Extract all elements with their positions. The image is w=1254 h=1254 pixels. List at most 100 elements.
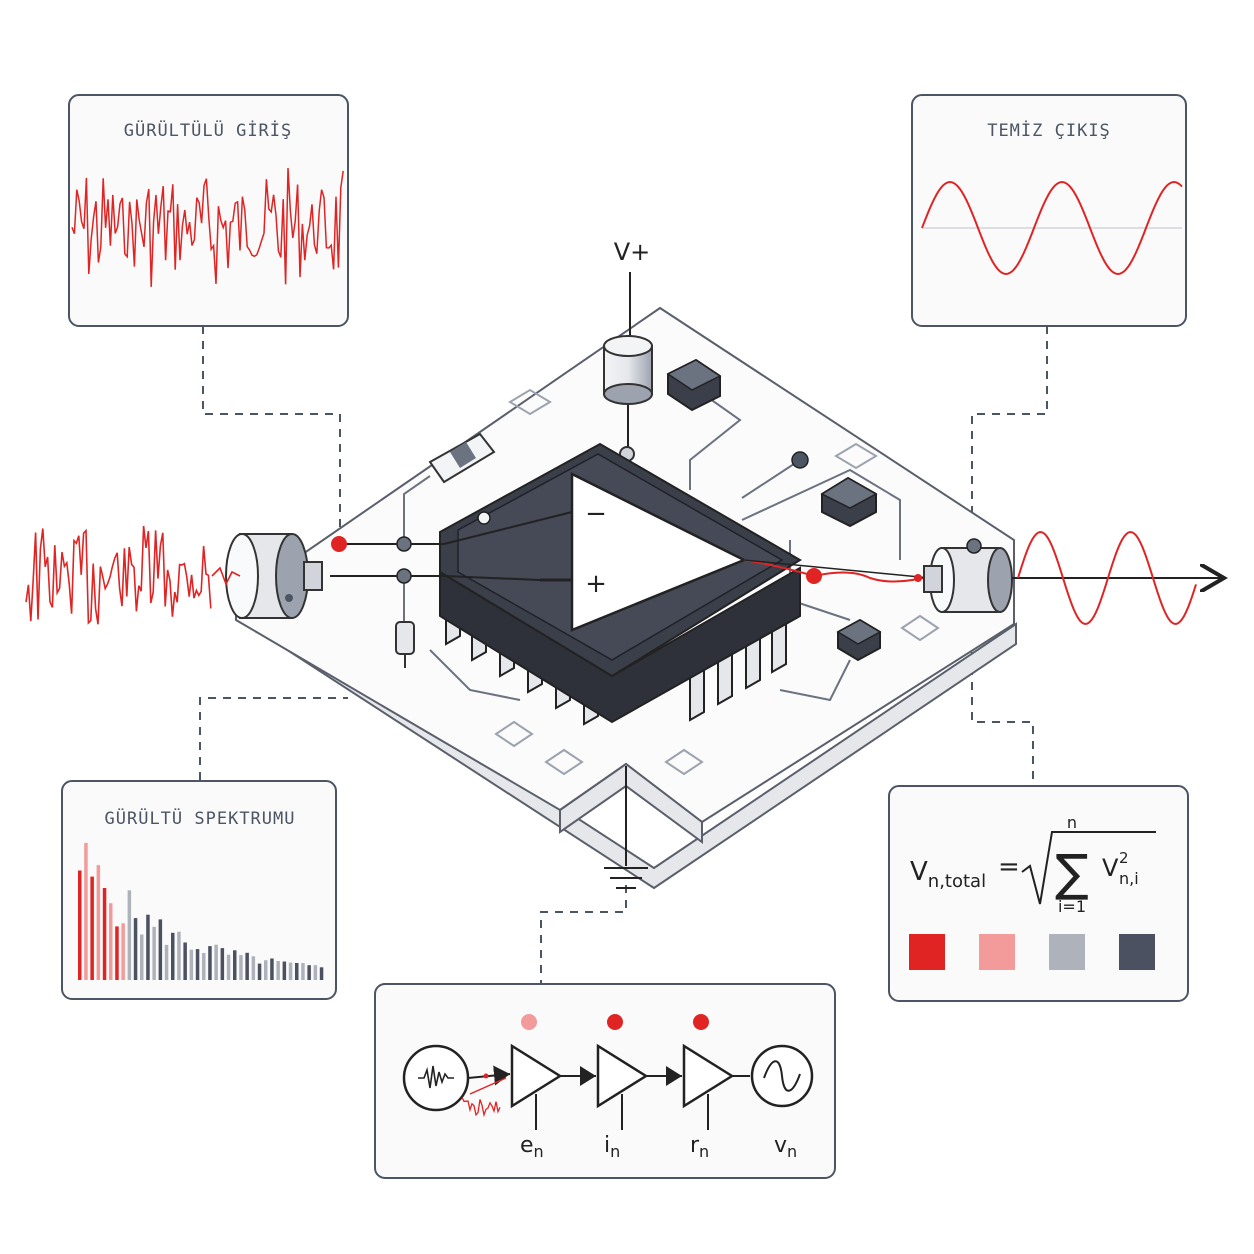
capacitor-small — [395, 621, 415, 668]
spectrum-bar — [109, 903, 113, 980]
spectrum-bar — [78, 870, 82, 980]
spectrum-bar — [301, 963, 305, 980]
noise-source-labels: en in rn vn — [520, 1133, 797, 1161]
noise-source-label: rn — [690, 1133, 709, 1161]
spectrum-bar — [307, 965, 311, 980]
opamp-noninverting-label: + — [585, 569, 607, 599]
color-swatch — [909, 934, 945, 970]
formula-term-base: V — [1102, 854, 1119, 882]
supply-label: V+ — [614, 238, 651, 266]
spectrum-bar — [282, 961, 287, 980]
spectrum-bar — [257, 963, 262, 980]
formula-term-sub: n,i — [1119, 869, 1139, 888]
spectrum-bar — [84, 842, 88, 980]
panel-noise-spectrum: GÜRÜLTÜ SPEKTRUMU — [61, 780, 337, 1000]
spectrum-bar — [121, 923, 125, 980]
noise-indicator-dot — [693, 1014, 709, 1030]
capacitor — [603, 335, 653, 405]
connector-chain-panel — [540, 885, 627, 983]
noise-indicator-dot — [607, 1014, 623, 1030]
input-wiring — [330, 511, 573, 584]
noise-indicator-dot — [521, 1014, 537, 1030]
spectrum-bar — [158, 919, 163, 980]
spectrum-bar — [127, 890, 132, 980]
spectrum-bar — [152, 926, 156, 980]
panel-noisy-input: GÜRÜLTÜLÜ GİRİŞ — [68, 94, 349, 327]
panel-noise-chain: en in rn vn — [374, 983, 836, 1179]
spectrum-bar — [239, 955, 243, 980]
spectrum-bar — [276, 961, 280, 980]
spectrum-bar — [245, 952, 249, 980]
spectrum-bar — [295, 963, 299, 980]
spectrum-bar — [220, 948, 225, 980]
output-connector — [923, 538, 1013, 613]
spectrum-bar — [177, 931, 181, 980]
supply-positive: V+ — [614, 238, 651, 462]
spectrum-bars — [78, 842, 324, 980]
smd-component — [666, 358, 722, 412]
formula-lhs: Vn,total — [910, 857, 986, 892]
spectrum-bar — [288, 962, 293, 980]
spectrum-bar — [313, 965, 318, 980]
spectrum-bar — [233, 950, 237, 980]
smd-component — [820, 476, 878, 528]
amplifier-stage — [682, 1043, 735, 1109]
noise-source-label: vn — [774, 1133, 797, 1161]
sum-lower: i=1 — [1058, 897, 1086, 916]
spectrum-bar — [183, 942, 187, 980]
connector-output-panel — [971, 326, 1048, 540]
sine-waveform — [921, 180, 1183, 276]
spectrum-bar — [96, 865, 101, 980]
sum-upper: n — [1067, 813, 1077, 832]
spectrum-bar — [102, 888, 107, 980]
spectrum-bar — [270, 958, 274, 980]
panel-formula: Vn,total = n ∑ i=1 V 2 n,i — [888, 785, 1189, 1002]
noise-source-label: in — [604, 1133, 620, 1161]
sum-symbol: ∑ — [1055, 844, 1089, 902]
panel-title: TEMİZ ÇIKIŞ — [987, 120, 1111, 141]
amplifier-chain — [510, 1014, 750, 1130]
noise-source-icon — [402, 1044, 470, 1112]
smd-component — [836, 618, 882, 662]
panel-title: GÜRÜLTÜLÜ GİRİŞ — [124, 119, 293, 141]
noise-source-label: en — [520, 1133, 544, 1161]
color-swatches — [909, 934, 1155, 970]
input-noise-waveform — [211, 566, 241, 586]
spectrum-bar — [319, 967, 324, 980]
formula-term-sup: 2 — [1119, 849, 1129, 867]
spectrum-bar — [226, 954, 231, 980]
color-swatch — [1049, 934, 1085, 970]
ground-symbol — [604, 766, 648, 889]
color-swatch — [1119, 934, 1155, 970]
spectrum-bar — [171, 932, 175, 980]
output-sine-waveform — [1017, 530, 1197, 626]
opamp-symbol — [570, 471, 748, 632]
resistor — [428, 432, 496, 484]
input-noise-waveform — [25, 525, 212, 625]
spectrum-bar — [140, 934, 144, 980]
panel-clean-output: TEMİZ ÇIKIŞ — [911, 94, 1187, 327]
spectrum-bar — [146, 914, 150, 980]
sqrt-symbol — [1021, 831, 1156, 905]
formula-equals: = — [998, 852, 1020, 882]
spectrum-bar — [264, 960, 268, 980]
spectrum-bar — [90, 876, 94, 980]
connector-input-panel — [202, 326, 341, 540]
spectrum-bar — [208, 946, 212, 980]
spectrum-bar — [115, 926, 119, 980]
opamp-inverting-label: − — [585, 499, 607, 529]
spectrum-bar — [195, 949, 200, 980]
opamp-chip: − + — [439, 442, 802, 726]
spectrum-bar — [189, 949, 194, 980]
spectrum-bar — [214, 944, 218, 980]
output-node-dot — [806, 568, 822, 584]
via-dot — [791, 451, 809, 469]
connector-spectrum-panel — [199, 697, 348, 780]
noise-waveform — [71, 167, 344, 287]
output-wiring — [743, 559, 931, 584]
amplifier-stage — [596, 1043, 649, 1109]
amplifier-stage — [510, 1043, 563, 1109]
input-connector — [225, 533, 323, 619]
